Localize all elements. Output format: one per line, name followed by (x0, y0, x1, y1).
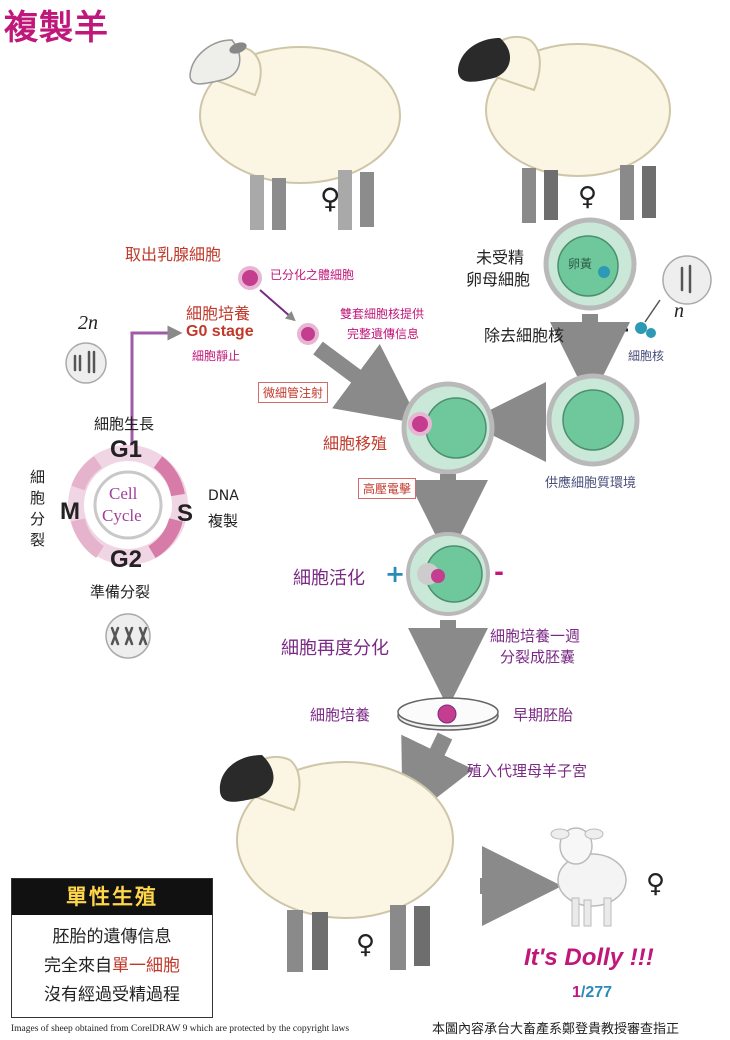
cycle-replication: 複製 (208, 512, 239, 530)
arrow-implant (401, 732, 474, 825)
label-egg-yolk: 卵黃 (568, 257, 593, 271)
diploid-chromosomes (65, 342, 107, 384)
dolly-lamb (550, 827, 627, 927)
arrow-injection (313, 341, 421, 424)
female-symbol-3: ♀ (356, 930, 375, 960)
female-symbol-2: ♀ (578, 182, 597, 212)
legend-line-2-prefix: 完全來自 (44, 956, 112, 976)
copyright-credit: Images of sheep obtained from CorelDRAW … (11, 1024, 350, 1034)
label-2n: 2n (78, 312, 98, 334)
label-unfertilized: 未受精 (476, 248, 525, 267)
parthenogenesis-box: 單性生殖 胚胎的遺傳信息 完全來自單一細胞 沒有經過受精過程 (11, 878, 213, 1018)
cycle-prepare: 準備分裂 (90, 583, 151, 601)
legend-line-1: 胚胎的遺傳信息 (52, 927, 172, 947)
cycle-m: M (60, 498, 80, 525)
page-title: 複製羊 (4, 8, 109, 48)
label-nucleus: 細胞核 (628, 349, 665, 363)
arrow-mammary-to-cultured (259, 289, 296, 322)
label-electric-shock: 高壓電擊 (358, 478, 417, 499)
legend-heading: 單性生殖 (12, 879, 212, 915)
cultured-cell (297, 323, 319, 345)
activation-plus: + (385, 560, 406, 588)
label-culture: 細胞培養 (186, 304, 251, 323)
egg-donor-sheep (458, 35, 671, 223)
label-weekly-culture: 細胞培養一週 (490, 627, 581, 645)
donor-sheep (189, 39, 401, 230)
label-donor-info: 完整遺傳信息 (347, 327, 420, 341)
cycle-g2: G2 (110, 546, 143, 573)
legend-line-3: 沒有經過受精過程 (44, 985, 180, 1005)
haploid-chromosomes (662, 255, 712, 305)
legend-line-2-highlight: 單一細胞 (112, 956, 180, 976)
dolly-caption: It's Dolly !!! (524, 944, 654, 971)
cycle-mitosis-3: 分 (30, 510, 46, 528)
label-egg-cell: 卵母細胞 (466, 270, 531, 289)
cycle-mitosis-4: 裂 (30, 531, 46, 549)
cycle-center-1: Cell (109, 484, 138, 503)
cycle-s: S (177, 500, 194, 527)
label-n: n (674, 300, 684, 322)
label-surrogate: 殖入代理母羊子宮 (467, 762, 588, 780)
label-g0: G0 stage (186, 323, 254, 340)
cycle-mitosis-1: 細 (30, 468, 46, 486)
label-donor-nucleus: 雙套細胞核提供 (340, 307, 425, 321)
activation-minus: - (494, 558, 504, 586)
label-cytoplasm-env: 供應細胞質環境 (545, 476, 637, 491)
page-total: 277 (585, 984, 613, 1001)
page-counter: 1/277 (572, 984, 612, 1002)
label-microinjection: 微細管注射 (258, 382, 329, 403)
petri-dish (397, 697, 499, 731)
arrow-cycle-to-g0 (130, 325, 183, 448)
label-differentiated: 已分化之體細胞 (270, 268, 355, 282)
chromosome-icons-2n (73, 350, 96, 374)
label-transfer: 細胞移殖 (323, 434, 388, 453)
label-culture2: 細胞培養 (310, 706, 371, 724)
review-note: 本圖內容承台大畜產系鄭登貴教授審查指正 (432, 1022, 680, 1037)
label-quiescent: 細胞靜止 (192, 349, 241, 363)
label-early-embryo: 早期胚胎 (513, 706, 574, 724)
cycle-mitosis-2: 胞 (30, 489, 46, 507)
removed-nucleus (635, 322, 647, 334)
legend-line-2: 完全來自單一細胞 (12, 952, 212, 981)
cycle-center-2: Cycle (102, 506, 142, 525)
page-separator: / (580, 984, 586, 1001)
label-activation: 細胞活化 (293, 568, 365, 589)
female-symbol-1: ♀ (320, 182, 341, 215)
label-mammary: 取出乳腺細胞 (125, 245, 222, 264)
mammary-cell (238, 266, 262, 290)
label-split-embryo: 分裂成胚囊 (500, 648, 576, 666)
label-enucleate: 除去細胞核 (484, 326, 565, 345)
surrogate-sheep (219, 755, 454, 972)
female-symbol-4: ♀ (646, 869, 665, 899)
cell-cycle-diagram (68, 445, 188, 565)
cycle-growth-label: 細胞生長 (94, 415, 155, 433)
page-current: 1 (572, 984, 581, 1001)
cycle-g1: G1 (110, 436, 143, 463)
label-redifferentiate: 細胞再度分化 (281, 638, 389, 659)
cycle-dna: DNA (208, 488, 239, 504)
